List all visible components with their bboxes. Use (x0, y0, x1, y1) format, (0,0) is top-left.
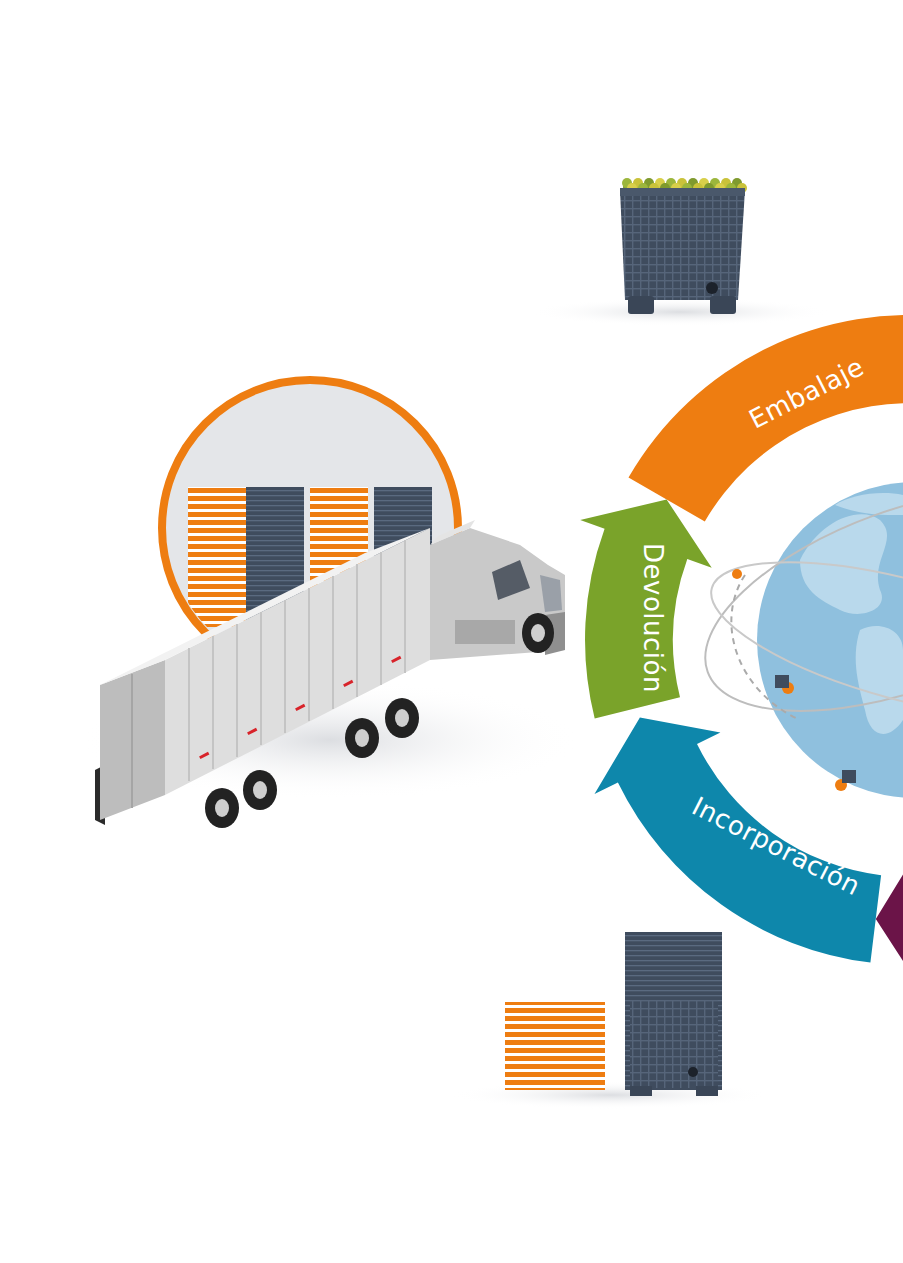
fruit-bin (620, 178, 747, 314)
cycle-band-label: Devolución (636, 537, 670, 699)
shadow (530, 298, 830, 326)
band-text: Embalaje (744, 351, 869, 434)
stacked-bins (625, 932, 722, 1096)
cycle-arrow (580, 500, 712, 719)
band-text: Incorporación (687, 791, 865, 901)
cycle-band-label: Embalaje (737, 347, 874, 439)
cycle-arrow (595, 718, 882, 963)
cycle-arrow (876, 759, 903, 991)
cycle-band-label: Incorporación (681, 786, 872, 905)
cycle-bands (580, 315, 903, 991)
pallet-stack (505, 1002, 605, 1090)
truck (80, 520, 580, 828)
band-text: Devolución (638, 543, 668, 693)
